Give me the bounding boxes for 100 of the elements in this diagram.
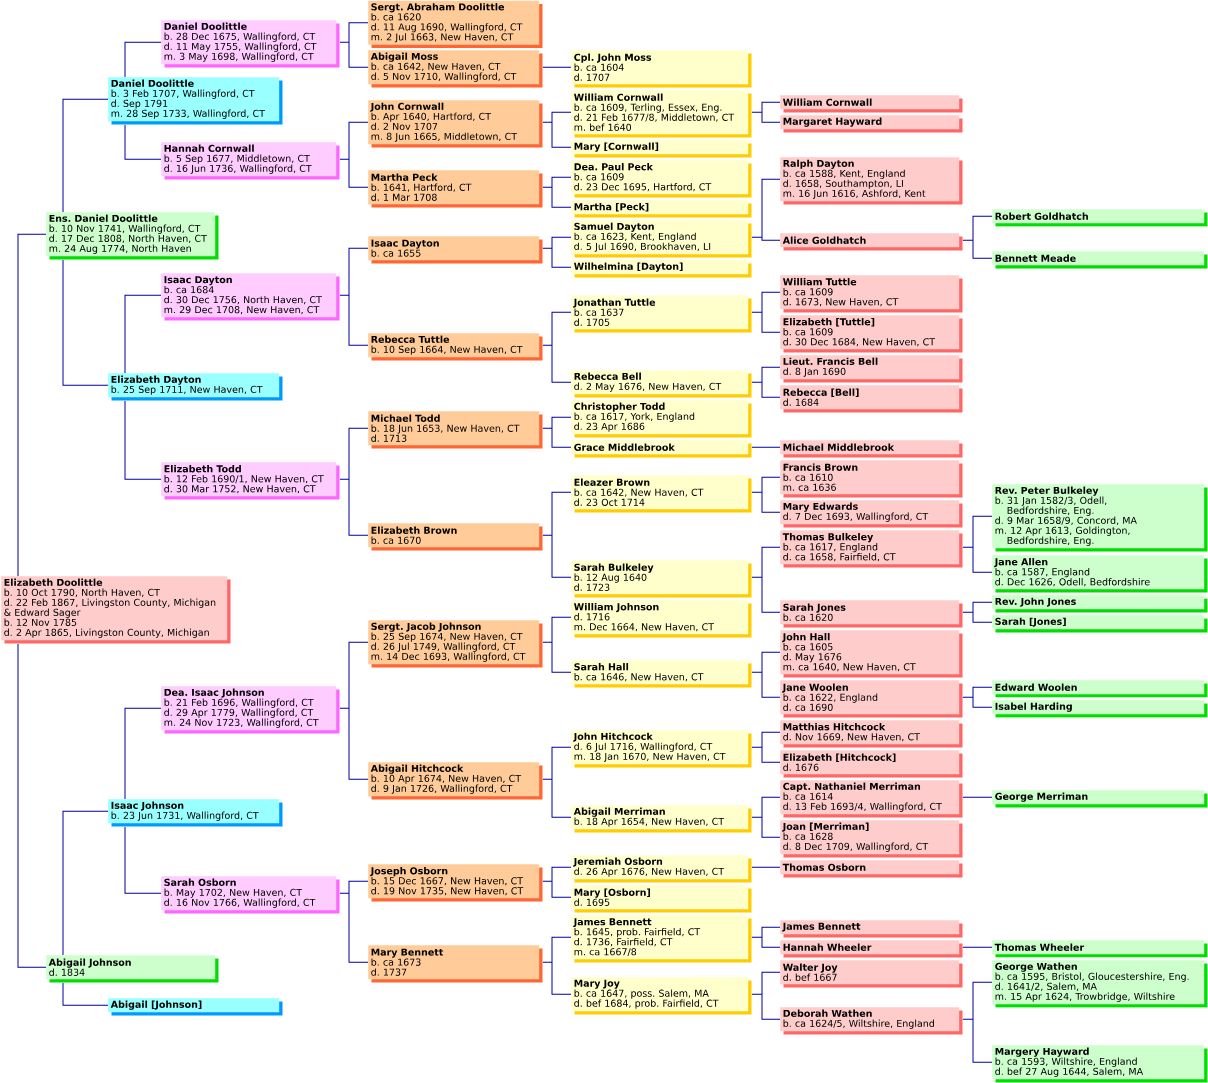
- life-detail: d. 16 Jun 1736, Wallingford, CT: [164, 164, 312, 174]
- life-detail: m. ca 1636: [783, 483, 836, 491]
- life-detail: b. ca 1617, England: [783, 543, 878, 553]
- life-detail: b. 21 Feb 1696, Wallingford, CT: [164, 698, 314, 708]
- person-name: Daniel Doolittle: [164, 22, 247, 30]
- life-detail: b. 23 Jun 1731, Wallingford, CT: [111, 811, 259, 821]
- person-name: Abigail Johnson: [48, 958, 131, 968]
- person-name: John Hitchcock: [573, 732, 653, 742]
- person-box: [571, 140, 752, 158]
- person-name: Thomas Wheeler: [994, 943, 1085, 951]
- person-box: [780, 780, 963, 818]
- person-name: Martha Peck: [371, 173, 438, 181]
- life-detail: b. 12 Aug 1640: [574, 573, 647, 583]
- person-box: [161, 686, 340, 734]
- life-detail: d. ca 1658, Fairfield, CT: [783, 553, 896, 562]
- person-name: Hannah Cornwall: [164, 144, 254, 152]
- life-detail: b. 15 Dec 1667, New Haven, CT: [371, 877, 524, 886]
- person-box: [571, 915, 752, 963]
- life-detail: m. 24 Nov 1723, Wallingford, CT: [164, 718, 319, 728]
- person-name: Elizabeth Todd: [164, 465, 241, 473]
- person-box: [368, 333, 543, 361]
- person-box: [161, 142, 340, 180]
- life-detail: b. ca 1628: [783, 832, 833, 840]
- person-name: Isaac Johnson: [111, 801, 184, 811]
- person-name: Robert Goldhatch: [995, 212, 1088, 220]
- person-box: [108, 77, 283, 125]
- person-box: [368, 0, 543, 48]
- person-name: Walter Joy: [783, 963, 838, 973]
- person-box: [780, 1007, 963, 1035]
- person-name: Abigail Merriman: [573, 807, 665, 817]
- person-box: [161, 20, 340, 68]
- life-detail: d. 30 Dec 1684, New Haven, CT: [783, 338, 936, 347]
- person-name: John Hall: [782, 633, 830, 643]
- life-detail: d. 29 Apr 1779, Wallingford, CT: [164, 708, 314, 718]
- person-box: [571, 475, 752, 513]
- person-box: [571, 295, 752, 333]
- person-box: [368, 945, 543, 983]
- person-box: [780, 680, 963, 718]
- person-box: [571, 660, 752, 688]
- person-box: [368, 50, 543, 88]
- life-detail: d. bef 1684, prob. Fairfield, CT: [574, 999, 719, 1009]
- life-detail: d. 8 Dec 1709, Wallingford, CT: [783, 842, 929, 852]
- life-detail: b. ca 1609, Terling, Essex, Eng.: [574, 103, 722, 113]
- person-box: [780, 630, 963, 678]
- person-box: [992, 555, 1208, 593]
- life-detail: m. 3 May 1698, Wallingford, CT: [164, 52, 314, 62]
- person-box: [780, 940, 963, 958]
- person-name: Rebecca Bell: [574, 372, 641, 380]
- life-detail: b. ca 1637: [574, 308, 624, 316]
- life-detail: b. 18 Apr 1654, New Haven, CT: [574, 817, 725, 827]
- life-detail: d. 1641/2, Salem, MA: [995, 982, 1097, 991]
- person-box: [571, 805, 752, 833]
- person-name: William Cornwall: [783, 98, 872, 106]
- life-detail: d. 21 Feb 1677/8, Middletown, CT: [574, 113, 735, 122]
- person-box: [571, 560, 752, 598]
- person-box: [992, 680, 1208, 698]
- person-name: Abigail Hitchcock: [370, 764, 464, 774]
- person-name: Matthias Hitchcock: [783, 723, 886, 731]
- person-name: Sarah Jones: [783, 603, 846, 613]
- life-detail: d. 9 Mar 1658/9, Concord, MA: [995, 516, 1137, 525]
- person-box: [368, 523, 543, 551]
- person-box: [780, 460, 963, 498]
- life-detail: d. 30 Dec 1756, North Haven, CT: [164, 295, 322, 305]
- person-name: Isaac Dayton: [164, 276, 232, 286]
- person-box: [161, 876, 340, 914]
- person-box: [368, 762, 543, 800]
- life-detail: b. ca 1610: [783, 473, 833, 481]
- life-detail: m. 8 Jun 1665, Middletown, CT: [371, 132, 518, 142]
- person-box: [992, 484, 1208, 552]
- life-detail: b. ca 1684: [164, 285, 214, 294]
- person-box: [780, 600, 963, 628]
- life-detail: b. 10 Nov 1741, Wallingford, CT: [49, 224, 201, 234]
- person-name: Lieut. Francis Bell: [783, 357, 878, 365]
- person-name: Jane Allen: [994, 558, 1048, 568]
- person-box: [368, 170, 543, 208]
- life-detail: b. 10 Oct 1790, North Haven, CT: [4, 588, 160, 597]
- person-name: Rebecca Tuttle: [371, 335, 450, 343]
- person-name: Abigail Moss: [370, 52, 438, 62]
- person-name: Wilhelmina [Dayton]: [574, 262, 683, 272]
- person-box: [992, 595, 1208, 613]
- person-box: [571, 50, 752, 88]
- life-detail: d. 1695: [574, 898, 610, 906]
- life-detail: d. 22 Feb 1867, Livingston County, Michigan: [4, 598, 216, 608]
- life-detail: b. ca 1609: [783, 288, 833, 296]
- person-name: Hannah Wheeler: [783, 943, 872, 951]
- life-detail: b. Apr 1640, Hartford, CT: [371, 112, 492, 122]
- life-detail: b. 12 Nov 1785: [4, 618, 77, 626]
- life-detail: d. Sep 1791: [111, 99, 168, 109]
- life-detail: d. 17 Dec 1808, North Haven, CT: [49, 234, 207, 243]
- life-detail: b. ca 1642, New Haven, CT: [371, 62, 501, 71]
- person-name: Jeremiah Osborn: [573, 857, 663, 867]
- person-box: [368, 864, 543, 902]
- life-detail: d. 30 Mar 1752, New Haven, CT: [164, 485, 316, 494]
- person-name: Abigail [Johnson]: [110, 1000, 202, 1010]
- person-box: [780, 315, 963, 353]
- person-box: [780, 860, 963, 878]
- life-detail: m. 28 Sep 1733, Wallingford, CT: [111, 109, 265, 119]
- person-name: Elizabeth Doolittle: [4, 578, 103, 586]
- person-name: Dea. Isaac Johnson: [164, 688, 264, 698]
- person-name: James Bennett: [782, 922, 861, 932]
